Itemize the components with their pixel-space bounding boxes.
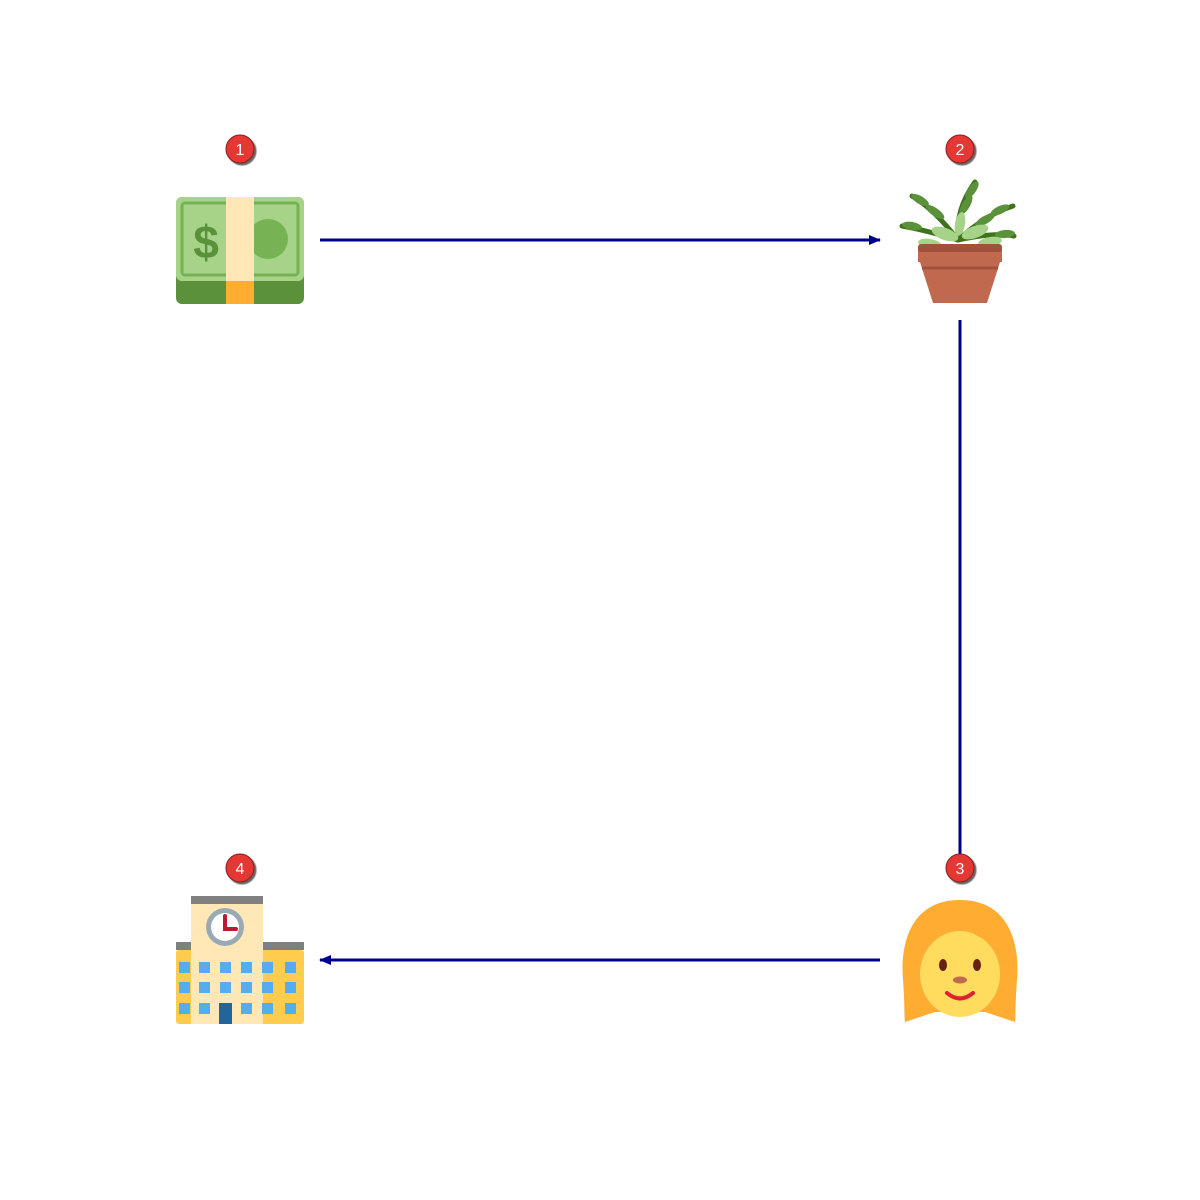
step-badge: 4 (225, 853, 255, 883)
step-number: 2 (956, 142, 965, 159)
node-1[interactable]: $ 1 (176, 134, 304, 304)
step-badge: 3 (945, 853, 975, 883)
step-number: 3 (956, 861, 965, 878)
svg-text:$: $ (193, 216, 219, 268)
money-banknote-icon: $ (176, 197, 304, 304)
node-4[interactable]: 4 (176, 853, 304, 1024)
step-number: 1 (236, 142, 245, 159)
office-building-icon (176, 896, 304, 1024)
potted-plant-icon (899, 179, 1017, 303)
step-badge: 1 (225, 134, 255, 164)
step-number: 4 (236, 861, 245, 878)
edges (319, 235, 962, 965)
step-badge: 2 (945, 134, 975, 164)
woman-icon (902, 900, 1018, 1022)
node-2[interactable]: 2 (899, 134, 1017, 303)
node-3[interactable]: 3 (902, 853, 1018, 1022)
